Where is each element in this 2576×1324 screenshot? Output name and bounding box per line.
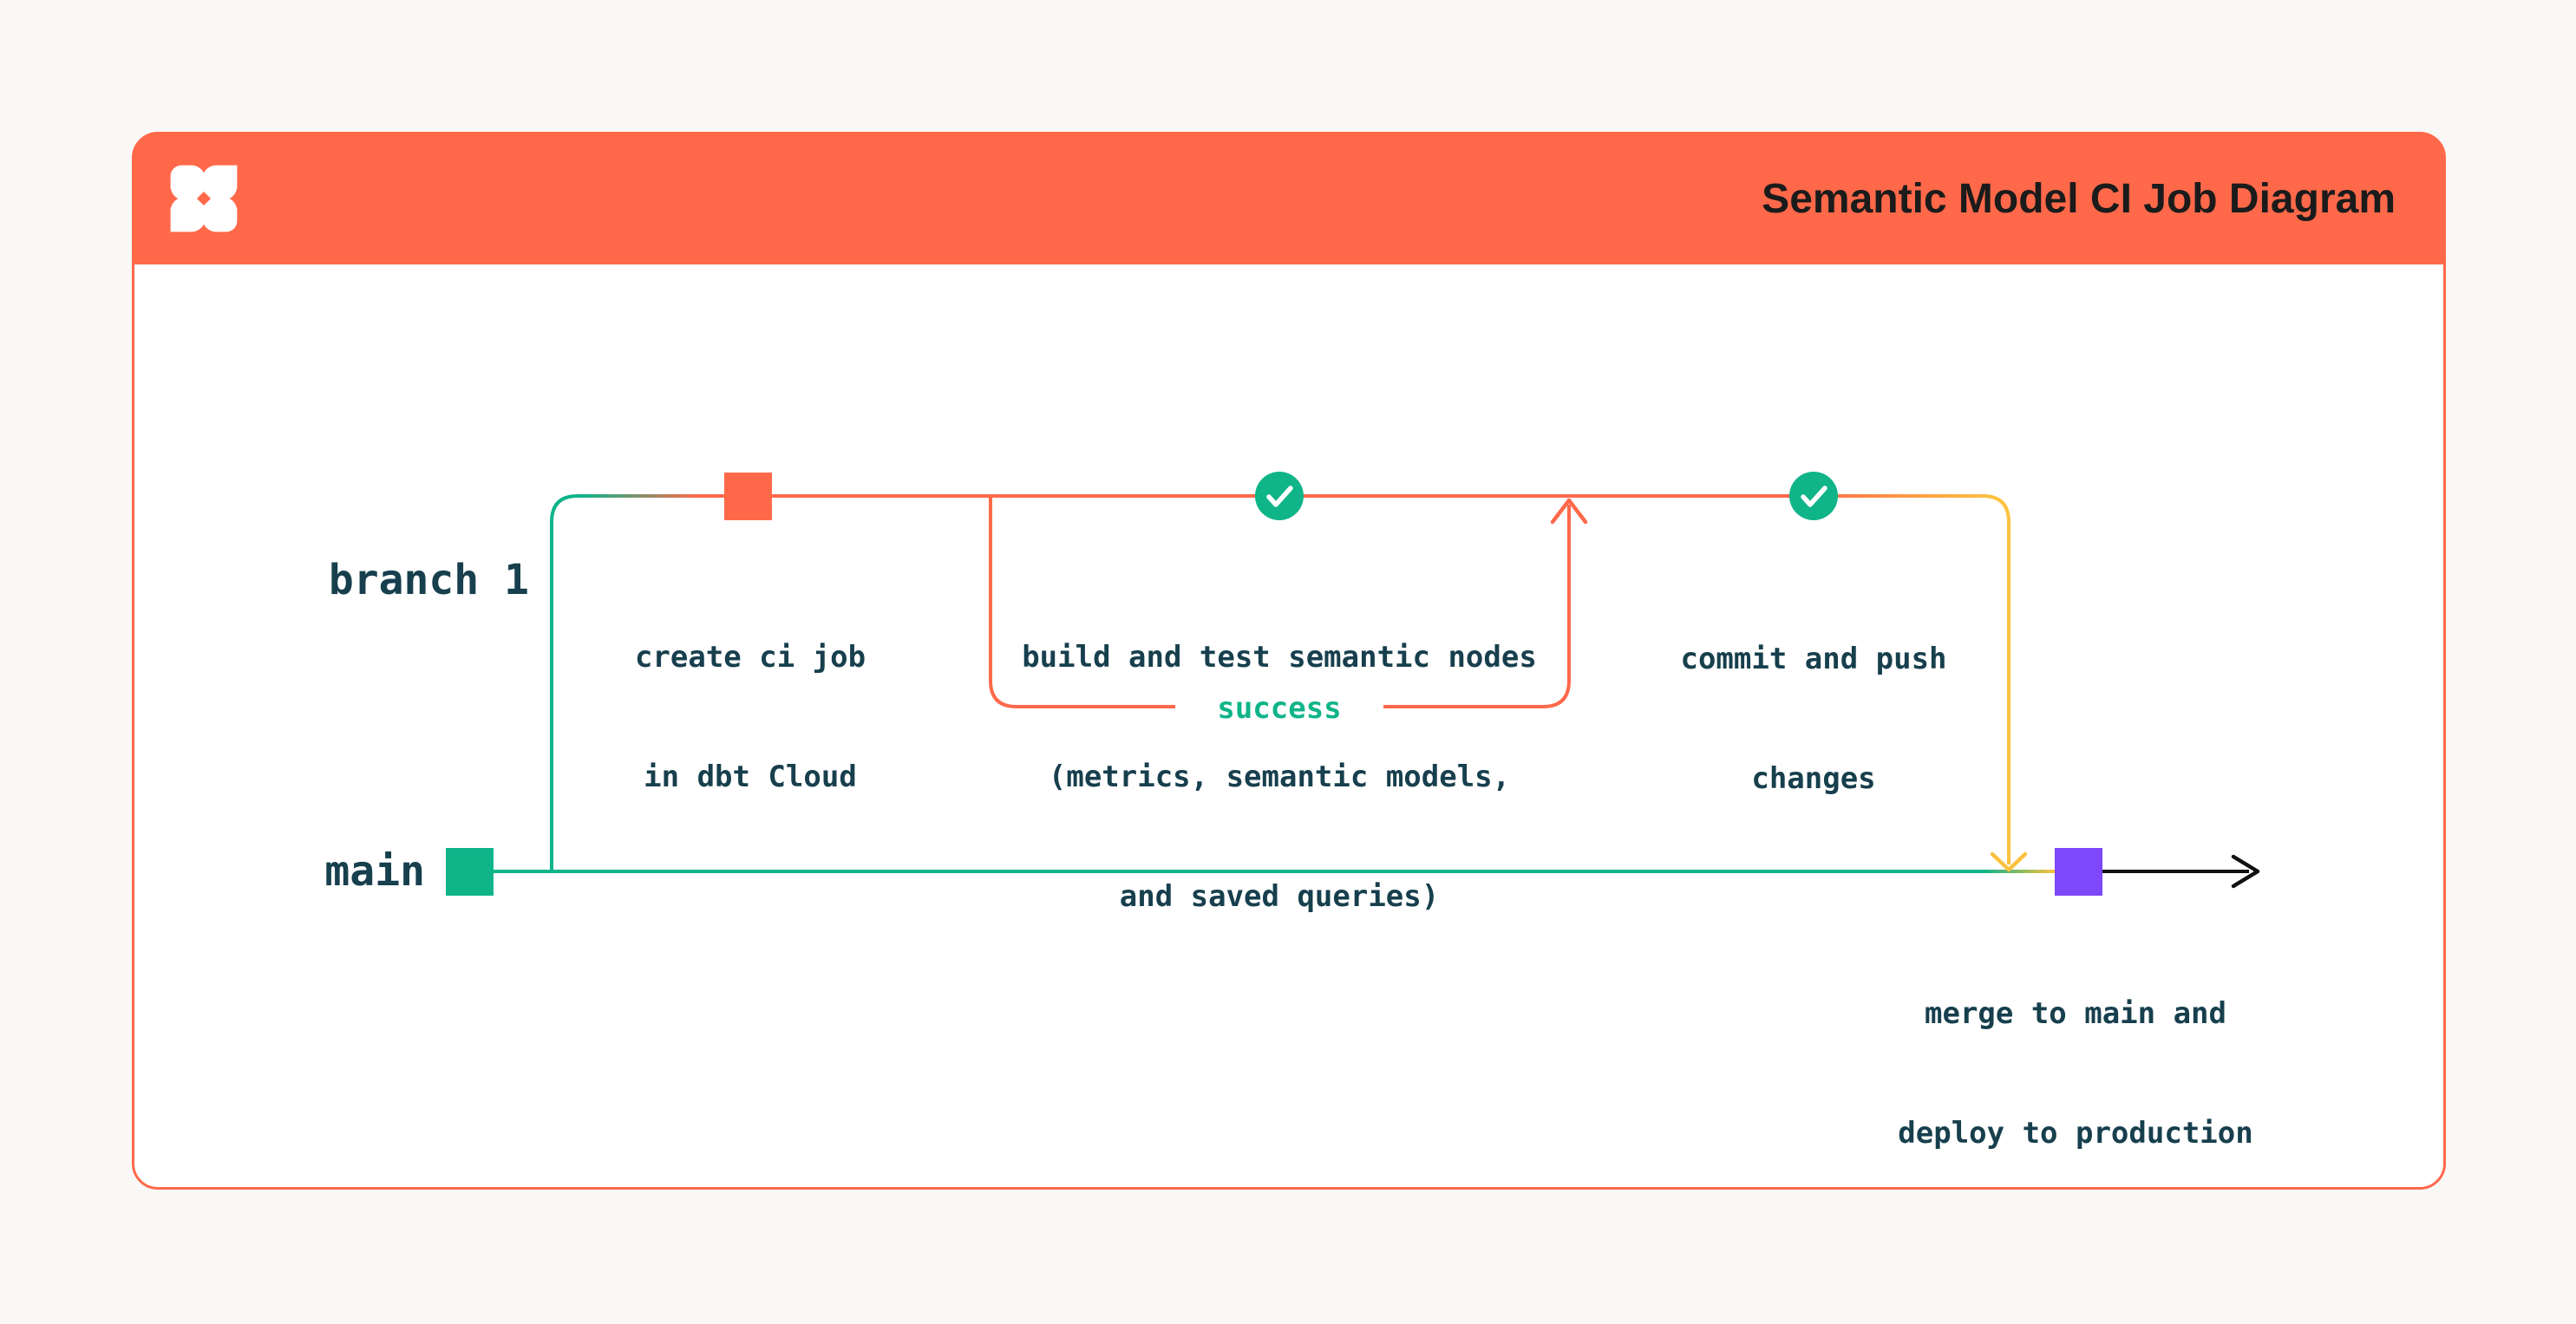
create-ci-commit-node	[724, 473, 772, 520]
merge-arrow-down-icon	[1990, 851, 2028, 872]
build-test-check-icon	[1255, 472, 1304, 520]
ci-box-outline	[989, 496, 1571, 708]
success-arrow-up-icon	[1550, 498, 1588, 525]
page-title: Semantic Model CI Job Diagram	[1762, 176, 2396, 222]
success-label: success	[1175, 691, 1383, 726]
main-label: main	[324, 847, 425, 896]
commit-push-label: commit and push changes	[1680, 642, 1947, 796]
merge-deploy-label: merge to main and deploy to production	[1898, 996, 2253, 1151]
diagram-card: Semantic Model CI Job Diagram	[132, 132, 2446, 1190]
main-continue-arrow-icon	[2102, 854, 2260, 889]
main-start-commit-node	[446, 848, 494, 896]
branch-label: branch 1	[328, 556, 529, 604]
build-test-label: build and test semantic nodes (metrics, …	[1022, 640, 1537, 914]
git-graph	[446, 472, 2260, 896]
commit-push-check-icon	[1789, 472, 1838, 520]
dbt-logo-icon	[170, 165, 238, 232]
create-ci-label: create ci job in dbt Cloud	[634, 640, 866, 794]
card-header: Semantic Model CI Job Diagram	[134, 134, 2444, 264]
merge-commit-node	[2055, 848, 2102, 896]
